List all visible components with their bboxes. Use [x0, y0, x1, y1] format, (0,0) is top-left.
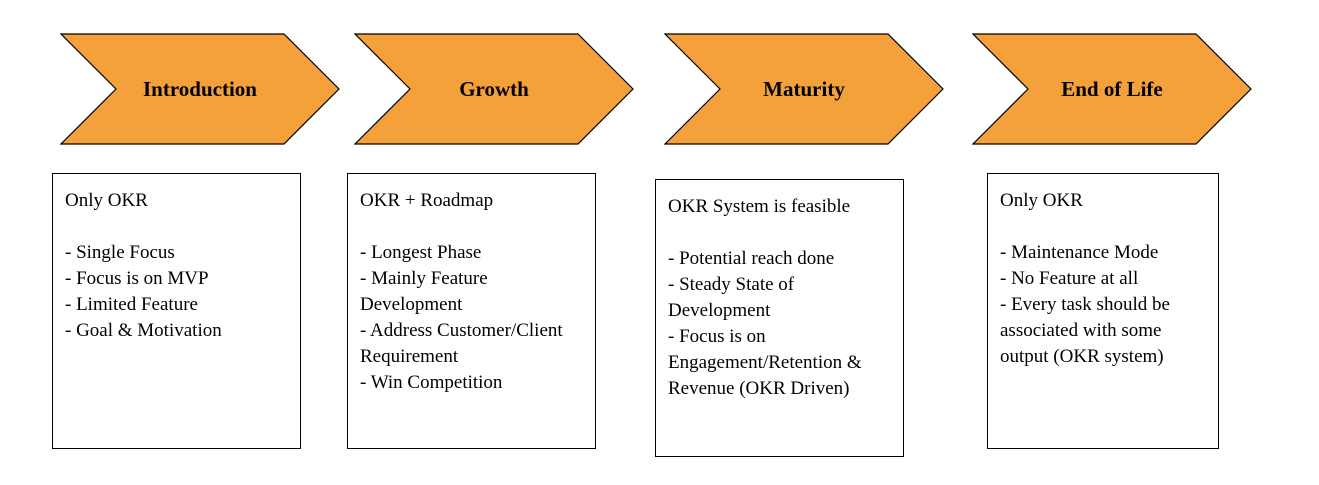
stage-points-list: - Potential reach done - Steady State of…: [668, 246, 889, 402]
list-item: - Longest Phase: [360, 242, 482, 263]
chevron-shape: [664, 33, 944, 145]
list-item: - Every task should be associated with s…: [1000, 294, 1170, 367]
stage-chevron-end-of-life: End of Life: [972, 33, 1252, 145]
list-item: - No Feature at all: [1000, 268, 1139, 289]
stage-title: Introduction: [143, 76, 257, 101]
stage-chevron-introduction: Introduction: [60, 33, 340, 145]
stage-title: Growth: [459, 76, 529, 101]
stage-box-growth: OKR + Roadmap - Longest Phase - Mainly F…: [347, 173, 596, 449]
chevron-shape: [354, 33, 634, 145]
stage-box-heading: OKR System is feasible: [668, 196, 851, 217]
stage-chevron-maturity: Maturity: [664, 33, 944, 145]
list-item: - Limited Feature: [65, 294, 198, 315]
stage-box-introduction: Only OKR - Single Focus - Focus is on MV…: [52, 173, 301, 449]
list-item: - Focus is on MVP: [65, 268, 209, 289]
stage-title: Maturity: [763, 76, 845, 101]
stage-box-heading: Only OKR: [65, 190, 148, 211]
stage-chevron-growth: Growth: [354, 33, 634, 145]
chevron-shape: [60, 33, 340, 145]
chevron-shape: [972, 33, 1252, 145]
list-item: - Address Customer/Client Requirement: [360, 320, 563, 367]
stage-points-list: - Longest Phase - Mainly Feature Develop…: [360, 240, 581, 396]
stage-box-end-of-life: Only OKR - Maintenance Mode - No Feature…: [987, 173, 1219, 449]
list-item: - Potential reach done: [668, 248, 835, 269]
stage-box-maturity: OKR System is feasible - Potential reach…: [655, 179, 904, 457]
list-item: - Win Competition: [360, 372, 503, 393]
stage-box-heading: Only OKR: [1000, 190, 1083, 211]
list-item: - Goal & Motivation: [65, 320, 222, 341]
stage-box-heading: OKR + Roadmap: [360, 190, 494, 211]
stage-points-list: - Maintenance Mode - No Feature at all -…: [1000, 240, 1204, 370]
stage-title: End of Life: [1061, 76, 1163, 101]
list-item: - Focus is on Engagement/Retention & Rev…: [668, 326, 862, 399]
list-item: - Steady State of Development: [668, 274, 795, 321]
list-item: - Maintenance Mode: [1000, 242, 1159, 263]
list-item: - Single Focus: [65, 242, 175, 263]
list-item: - Mainly Feature Development: [360, 268, 488, 315]
stage-points-list: - Single Focus - Focus is on MVP - Limit…: [65, 240, 286, 344]
